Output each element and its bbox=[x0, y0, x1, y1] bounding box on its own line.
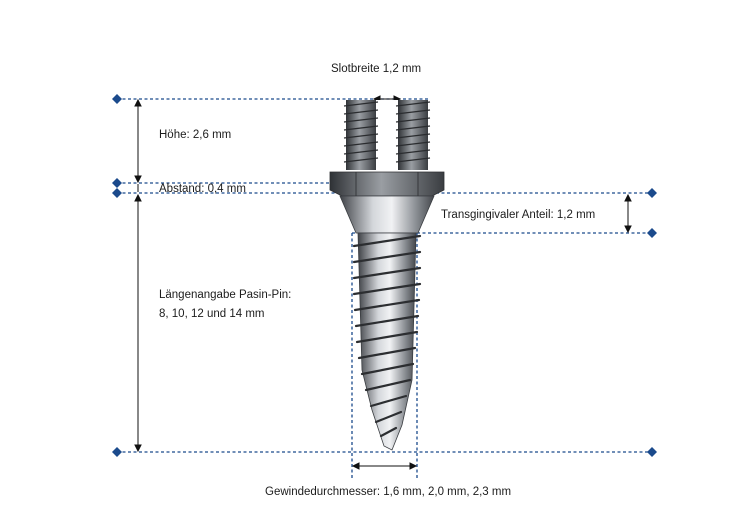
post-threads bbox=[343, 101, 431, 163]
height-label: Höhe: 2,6 mm bbox=[159, 129, 232, 141]
guide-lines bbox=[117, 98, 652, 478]
thread-diameter-label: Gewindedurchmesser: 1,6 mm, 2,0 mm, 2,3 … bbox=[265, 486, 512, 498]
transgingival-cone bbox=[339, 195, 435, 234]
diamond-bottom-right bbox=[647, 447, 657, 457]
slot bbox=[376, 100, 398, 172]
dimension-arrows bbox=[134, 95, 632, 470]
length-label-line1: Längenangabe Pasin-Pin: bbox=[159, 289, 292, 301]
transgingival-label: Transgingivaler Anteil: 1,2 mm bbox=[441, 209, 596, 221]
distance-label: Abstand: 0,4 mm bbox=[159, 183, 246, 195]
diamond-bottom-left bbox=[112, 447, 122, 457]
diamond-markers bbox=[112, 94, 657, 457]
diamond-collar-top-left bbox=[112, 178, 122, 188]
shank-threads bbox=[352, 234, 422, 438]
length-label-line2: 8, 10, 12 und 14 mm bbox=[159, 308, 265, 320]
hex-collar bbox=[329, 171, 445, 197]
orthodontic-pin bbox=[329, 100, 445, 451]
slot-width-label: Slotbreite 1,2 mm bbox=[331, 63, 422, 75]
diamond-collar-right bbox=[647, 188, 657, 198]
diamond-top-left bbox=[112, 94, 122, 104]
diamond-transgingival-right bbox=[647, 228, 657, 238]
diamond-collar-bottom-left bbox=[112, 188, 122, 198]
